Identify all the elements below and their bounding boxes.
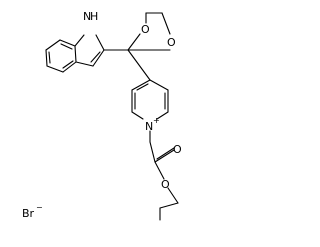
bromide-charge-label: − [36, 203, 43, 212]
ester-side-chain [149, 130, 179, 221]
molecule-svg: N H O O N + O O Br − [22, 10, 182, 221]
indole-benzene-ring [45, 39, 77, 73]
dioxolane-o-left-label: O [141, 23, 150, 36]
pyridinium-charge-label: + [153, 116, 160, 125]
carbonyl-o-label: O [173, 143, 182, 156]
indole-nh-n-label: N [83, 10, 91, 23]
pyridinium-ring [131, 79, 169, 120]
structure-diagram: N H O O N + O O Br − [22, 10, 182, 221]
bromide-label: Br [22, 207, 35, 220]
pyridinium-n-label: N [145, 120, 153, 133]
indole-nh-h-label: H [90, 10, 98, 23]
indole-pyrrole-ring [74, 34, 105, 67]
ester-o-label: O [161, 178, 170, 191]
dioxolane-ring [127, 12, 171, 51]
ketal-to-pyridinium-bond [127, 49, 151, 81]
dioxolane-o-right-label: O [167, 36, 176, 49]
